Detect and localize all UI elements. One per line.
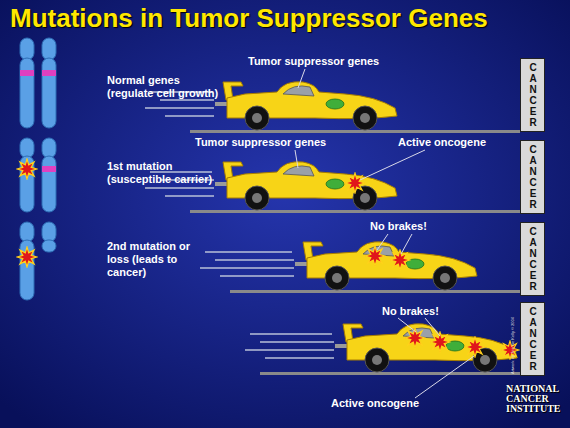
leader-line (295, 150, 298, 168)
logo-text: NATIONAL CANCER INSTITUTE (506, 384, 568, 414)
chromosome-arm (20, 58, 34, 128)
cancer-wall: CANCER (520, 58, 545, 132)
chromosome-arm (42, 156, 56, 212)
cancer-wall: CANCER (520, 222, 545, 296)
wall-text: CANCER (527, 62, 539, 128)
speed-line (200, 267, 294, 269)
speed-line (145, 107, 214, 109)
leader-line (425, 318, 440, 336)
chromosome-arm (42, 138, 56, 158)
leader-line (401, 234, 412, 254)
cancer-wall: CANCER (520, 140, 545, 214)
mutation-star (390, 250, 410, 270)
mutation-star (17, 247, 37, 267)
callout-label: No brakes! (382, 305, 439, 318)
race-car (215, 82, 397, 130)
callout-label: No brakes! (370, 220, 427, 233)
leader-line (377, 234, 388, 250)
leader-line (398, 318, 416, 332)
road (230, 290, 520, 293)
mutation-star (17, 159, 37, 179)
title: Mutations in Tumor Suppressor Genes (10, 3, 488, 33)
leader-line (298, 69, 305, 88)
stage-label: Normal genes (regulate cell growth) (107, 74, 223, 100)
chromosome-arm (42, 240, 56, 252)
wall-text: CANCER (527, 306, 539, 372)
wall-text: CANCER (527, 226, 539, 292)
road (190, 130, 520, 133)
speed-line (260, 341, 334, 343)
part-label: Tumor suppressor genes (195, 136, 326, 149)
speed-line (205, 251, 292, 253)
mutation-star (365, 246, 385, 266)
speed-line (165, 115, 214, 117)
roads (190, 130, 520, 375)
part-label: Active oncogene (398, 136, 486, 149)
leader-line (360, 150, 425, 180)
chromosome-arm (42, 58, 56, 128)
chromosome-arm (20, 222, 34, 242)
leader-line (415, 356, 474, 398)
speed-line (215, 259, 294, 261)
speed-line (165, 195, 214, 197)
chromosome-arm (20, 38, 34, 60)
stage-label: 2nd mutation or loss (leads to cancer) (107, 240, 202, 279)
part-label: Active oncogene (331, 397, 419, 410)
chromosome-arm (42, 38, 56, 60)
gene-band (42, 166, 56, 172)
leader-lines (295, 69, 474, 398)
speed-line (245, 349, 334, 351)
mutation-star (465, 337, 485, 357)
speed-line (145, 187, 214, 189)
chromosome-arm (42, 222, 56, 242)
cancer-wall: CANCER (520, 302, 545, 376)
stage-label: 1st mutation (susceptible carrier) (107, 160, 223, 186)
road (260, 372, 520, 375)
chromosome-arm (20, 138, 34, 158)
gene-band (20, 70, 34, 76)
race-car (215, 162, 397, 210)
gene-band (42, 70, 56, 76)
copyright-note: Artwork by Jeanne Kelly © 2004 (510, 317, 515, 374)
race-car (295, 242, 477, 290)
mutation-star (501, 341, 519, 359)
race-car (335, 324, 517, 372)
gene-bands (20, 70, 56, 172)
mutation-star (430, 332, 450, 352)
speed-line (250, 333, 332, 335)
speed-line (160, 99, 214, 101)
speed-line (220, 275, 294, 277)
mutation-star (345, 173, 365, 193)
part-label: Tumor suppressor genes (248, 55, 379, 68)
road (190, 210, 520, 213)
speed-line (265, 357, 334, 359)
wall-text: CANCER (527, 144, 539, 210)
